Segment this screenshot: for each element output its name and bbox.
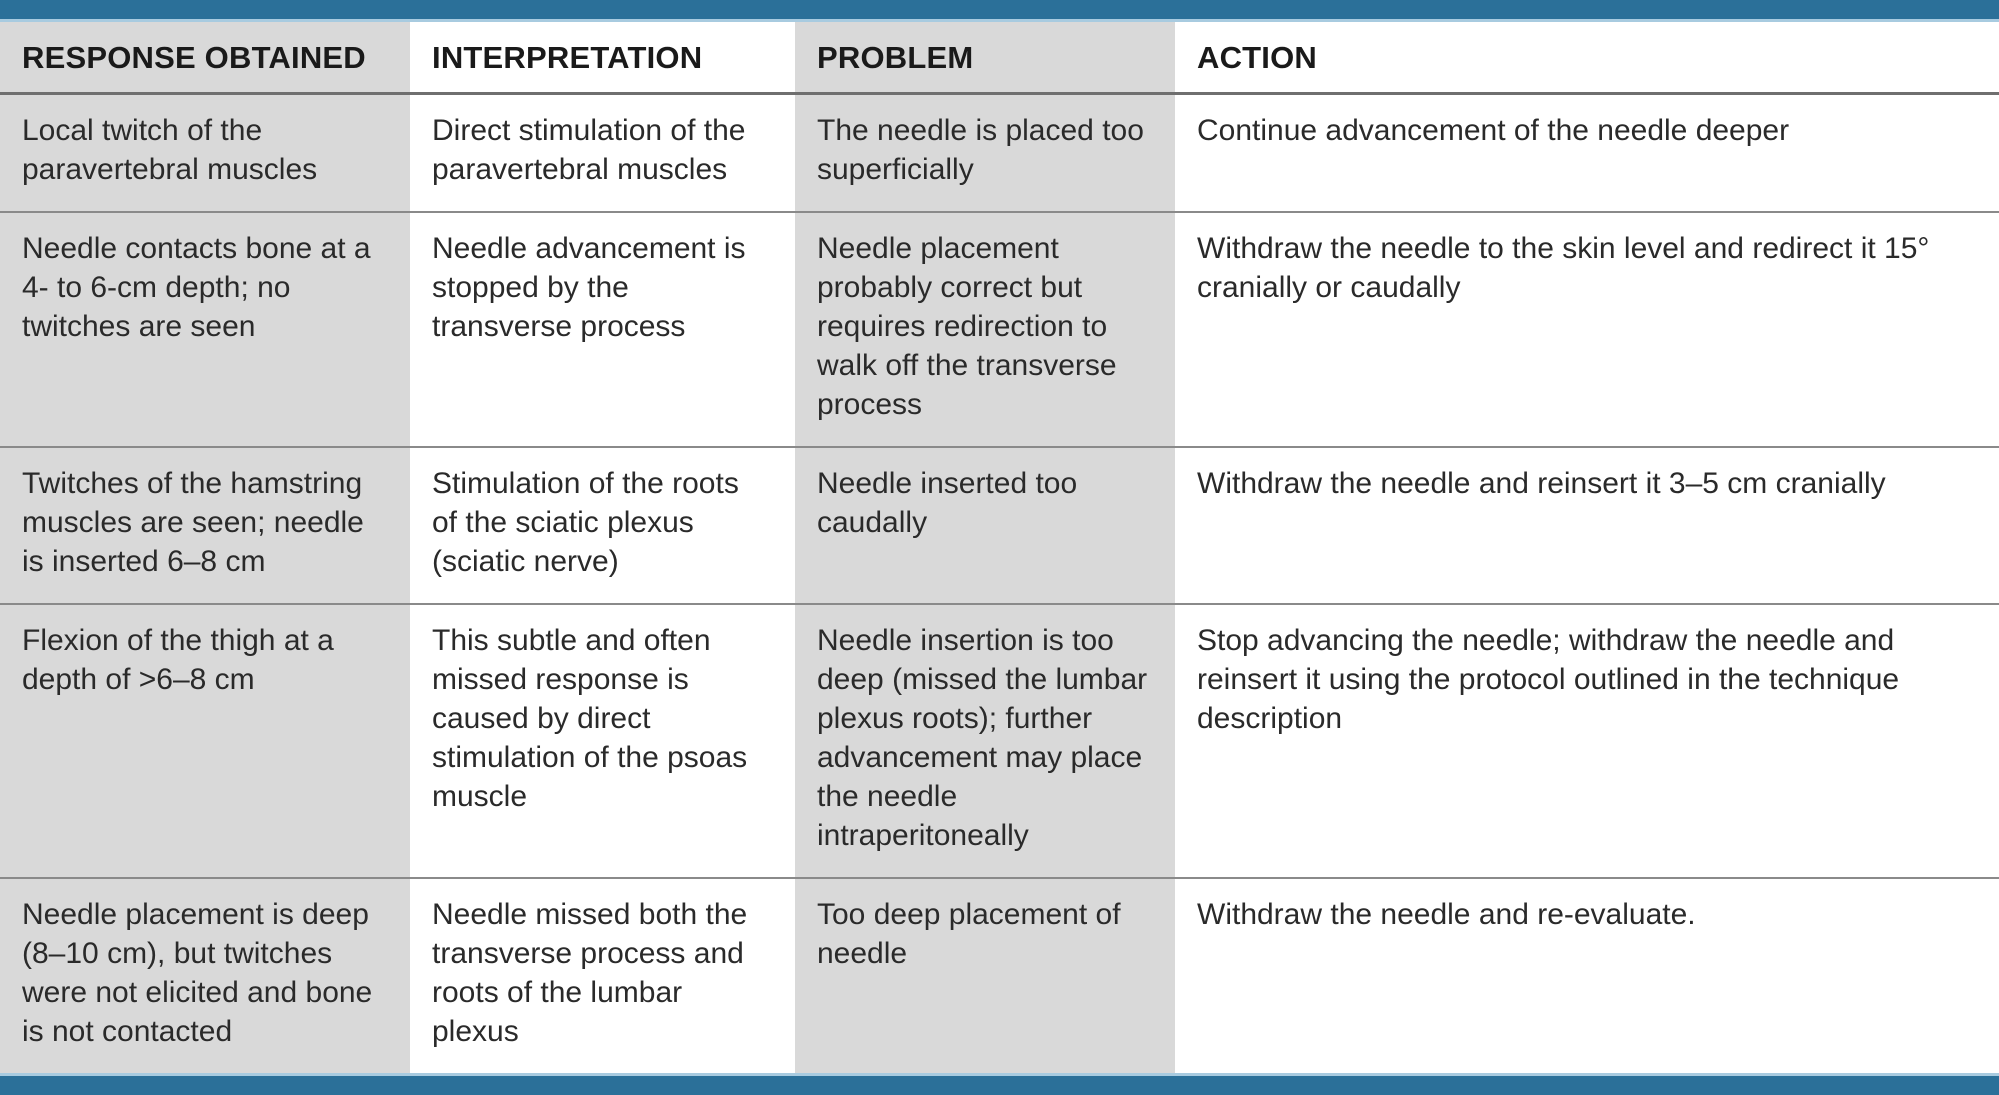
cell-action: Stop advancing the needle; withdraw the … <box>1175 604 1999 879</box>
column-header-problem: PROBLEM <box>795 22 1175 95</box>
bottom-accent-bar <box>0 1073 1999 1095</box>
cell-interpretation: Direct stimulation of the paravertebral … <box>410 93 795 213</box>
cell-response: Twitches of the hamstring muscles are se… <box>0 447 410 605</box>
cell-text: Needle advancement is stopped by the tra… <box>432 232 746 343</box>
cell-text: Direct stimulation of the paravertebral … <box>432 114 746 186</box>
table-row: Twitches of the hamstring muscles are se… <box>0 447 1999 605</box>
cell-text: Withdraw the needle and reinsert it 3–5 … <box>1197 467 1886 500</box>
cell-text: Needle placement is deep (8–10 cm), but … <box>22 898 373 1048</box>
cell-problem: Too deep placement of needle <box>795 878 1175 1073</box>
cell-text: Needle insertion is too deep (missed the… <box>817 624 1148 852</box>
table-header: RESPONSE OBTAINED INTERPRETATION PROBLEM… <box>0 22 1999 95</box>
cell-text: Needle contacts bone at a 4- to 6-cm dep… <box>22 232 371 343</box>
cell-text: Too deep placement of needle <box>817 898 1121 970</box>
cell-text: This subtle and often missed response is… <box>432 624 748 813</box>
cell-text: Local twitch of the paravertebral muscle… <box>22 114 318 186</box>
cell-response: Needle contacts bone at a 4- to 6-cm dep… <box>0 212 410 448</box>
cell-text: Withdraw the needle to the skin level an… <box>1197 232 1930 304</box>
cell-text: Needle missed both the transverse proces… <box>432 898 748 1048</box>
cell-text: Stop advancing the needle; withdraw the … <box>1197 624 1900 735</box>
cell-interpretation: Stimulation of the roots of the sciatic … <box>410 447 795 605</box>
cell-text: Continue advancement of the needle deepe… <box>1197 114 1790 147</box>
cell-text: Withdraw the needle and re-evaluate. <box>1197 898 1696 931</box>
cell-action: Continue advancement of the needle deepe… <box>1175 93 1999 213</box>
cell-interpretation: Needle missed both the transverse proces… <box>410 878 795 1073</box>
cell-text: Flexion of the thigh at a depth of >6–8 … <box>22 624 334 696</box>
column-header-action: ACTION <box>1175 22 1999 95</box>
cell-text: Stimulation of the roots of the sciatic … <box>432 467 739 578</box>
column-header-response-obtained: RESPONSE OBTAINED <box>0 22 410 95</box>
cell-problem: The needle is placed too superficially <box>795 93 1175 213</box>
cell-text: Needle inserted too caudally <box>817 467 1078 539</box>
response-interpretation-table: RESPONSE OBTAINED INTERPRETATION PROBLEM… <box>0 22 1999 1073</box>
table-row: Local twitch of the paravertebral muscle… <box>0 93 1999 213</box>
cell-interpretation: Needle advancement is stopped by the tra… <box>410 212 795 448</box>
cell-problem: Needle placement probably correct but re… <box>795 212 1175 448</box>
cell-response: Local twitch of the paravertebral muscle… <box>0 93 410 213</box>
cell-interpretation: This subtle and often missed response is… <box>410 604 795 879</box>
top-accent-bar <box>0 0 1999 22</box>
table-row: Needle contacts bone at a 4- to 6-cm dep… <box>0 212 1999 448</box>
table-body: Local twitch of the paravertebral muscle… <box>0 93 1999 1073</box>
cell-response: Flexion of the thigh at a depth of >6–8 … <box>0 604 410 879</box>
column-header-interpretation: INTERPRETATION <box>410 22 795 95</box>
cell-action: Withdraw the needle and re-evaluate. <box>1175 878 1999 1073</box>
table-row: Needle placement is deep (8–10 cm), but … <box>0 878 1999 1073</box>
cell-text: Needle placement probably correct but re… <box>817 232 1117 421</box>
header-row: RESPONSE OBTAINED INTERPRETATION PROBLEM… <box>0 22 1999 95</box>
cell-problem: Needle inserted too caudally <box>795 447 1175 605</box>
cell-text: The needle is placed too superficially <box>817 114 1144 186</box>
cell-problem: Needle insertion is too deep (missed the… <box>795 604 1175 879</box>
cell-response: Needle placement is deep (8–10 cm), but … <box>0 878 410 1073</box>
cell-action: Withdraw the needle and reinsert it 3–5 … <box>1175 447 1999 605</box>
table-row: Flexion of the thigh at a depth of >6–8 … <box>0 604 1999 879</box>
cell-text: Twitches of the hamstring muscles are se… <box>22 467 364 578</box>
cell-action: Withdraw the needle to the skin level an… <box>1175 212 1999 448</box>
